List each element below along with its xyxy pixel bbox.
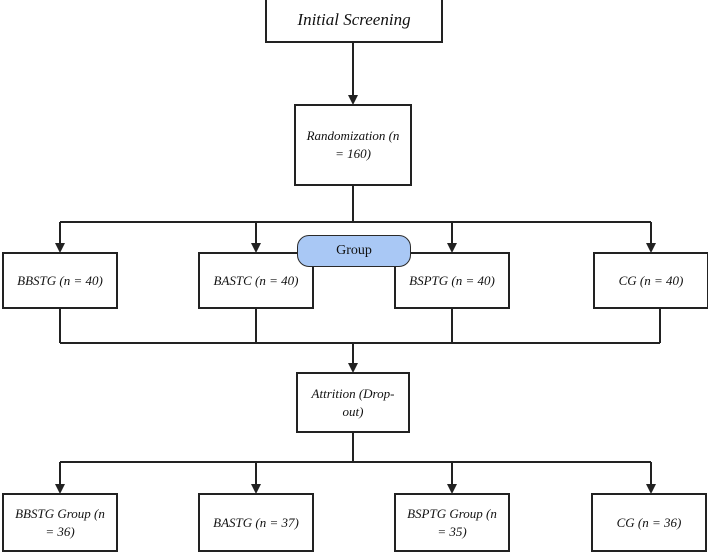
attrition-box: Attrition (Drop-out) <box>296 372 410 433</box>
bbstg-group-label: BBSTG Group (n = 36) <box>15 505 105 539</box>
cg-label: CG (n = 40) <box>618 272 684 288</box>
bastc-box: BASTC (n = 40) <box>198 252 314 309</box>
bbstg-label: BBSTG (n = 40) <box>17 272 103 288</box>
cg-final-box: CG (n = 36) <box>591 493 707 552</box>
bastg-label: BASTG (n = 37) <box>213 514 299 530</box>
bbstg-group-box: BBSTG Group (n = 36) <box>2 493 118 552</box>
initial-screening-box: Initial Screening <box>265 0 443 43</box>
randomization-box: Randomization (n = 160) <box>294 104 412 186</box>
group-pill: Group <box>297 235 411 267</box>
initial-screening-label: Initial Screening <box>297 10 411 30</box>
attrition-label: Attrition (Drop-out) <box>311 385 395 419</box>
bastg-box: BASTG (n = 37) <box>198 493 314 552</box>
bsptg-label: BSPTG (n = 40) <box>409 272 495 288</box>
bsptg-box: BSPTG (n = 40) <box>394 252 510 309</box>
bsptg-group-label: BSPTG Group (n = 35) <box>407 505 497 539</box>
randomization-label: Randomization (n = 160) <box>306 128 400 161</box>
bsptg-group-box: BSPTG Group (n = 35) <box>394 493 510 552</box>
bbstg-box: BBSTG (n = 40) <box>2 252 118 309</box>
group-label: Group <box>336 243 372 258</box>
bastc-label: BASTC (n = 40) <box>213 272 299 288</box>
cg-box: CG (n = 40) <box>593 252 708 309</box>
cg-final-label: CG (n = 36) <box>616 514 682 530</box>
